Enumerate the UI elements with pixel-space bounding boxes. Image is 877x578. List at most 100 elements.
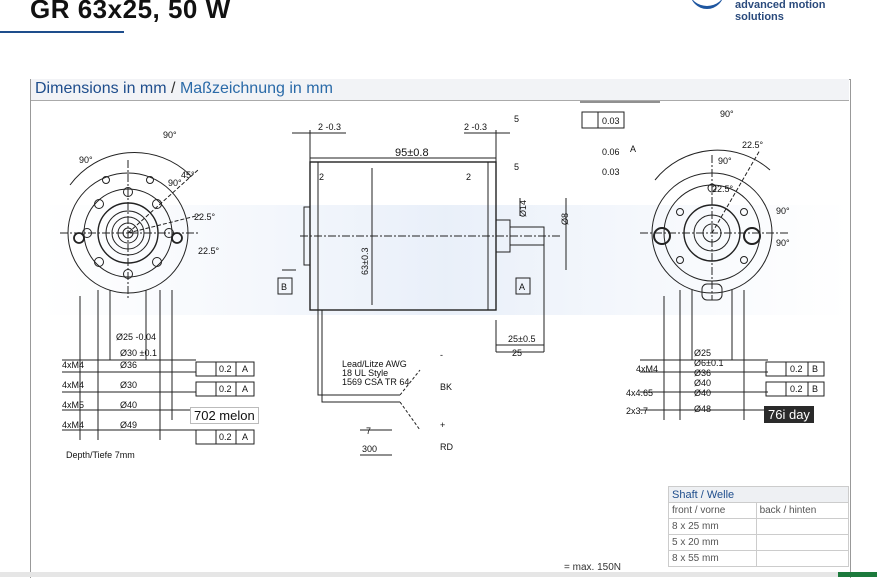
flatness-value: 0.03 <box>602 167 620 177</box>
datum-label: B <box>281 282 287 292</box>
shaft-table: Shaft / Welle front / vorne back / hinte… <box>668 486 850 567</box>
shaft-col-back: back / hinten <box>755 502 850 519</box>
watermark-band <box>40 205 850 315</box>
dim-label: Ø48 <box>694 404 711 414</box>
callout-left: 702 melon <box>190 407 259 424</box>
lead-length: 7 <box>366 426 371 436</box>
footer-note: = max. 150N <box>564 562 621 573</box>
thread-label: 4xM4 <box>62 360 84 370</box>
shaft-row-empty <box>755 518 850 535</box>
scrollbar-thumb[interactable] <box>838 572 877 577</box>
angle-label: 90° <box>720 109 734 119</box>
left-front-view <box>60 152 255 445</box>
angle-label: 90° <box>776 238 790 248</box>
flatness-datum: A <box>630 144 636 154</box>
dim-label: Ø30 ±0.1 <box>120 348 157 358</box>
thread-label: 4x4.65 <box>626 388 653 398</box>
datum-ref: A <box>242 364 248 374</box>
dim-label: Ø40 <box>694 378 711 388</box>
title-underline <box>0 31 124 33</box>
shaft-col-front: front / vorne <box>668 502 757 519</box>
shaft-row: 8 x 25 mm <box>668 518 757 535</box>
dim-label: 25±0.5 <box>508 334 535 344</box>
header-separator: / <box>171 80 176 97</box>
datum-ref: A <box>242 432 248 442</box>
header-sub: Maßzeichnung in mm <box>179 80 333 97</box>
thread-label: 4xM4 <box>62 420 84 430</box>
thread-label: 4xM4 <box>636 364 658 374</box>
tolerance-value: 0.2 <box>790 384 803 394</box>
drawing-header-bar <box>31 79 849 101</box>
shaft-row: 8 x 55 mm <box>668 550 757 567</box>
dim-label: 2 <box>319 172 324 182</box>
shaft-diameter: Ø14 <box>518 200 528 217</box>
header-main: Dimensions in mm <box>35 80 167 97</box>
thread-label: 4xM5 <box>62 400 84 410</box>
left-view-labels: 90° 90° 45° 22.5° 22.5° 90° Ø25 -0.04 Ø3… <box>62 130 248 460</box>
dim-label: Ø6±0.1 <box>694 358 723 368</box>
angle-label: 22.5° <box>198 246 220 256</box>
datum-ref: B <box>812 364 818 374</box>
shaft-row: 5 x 20 mm <box>668 534 757 551</box>
angle-label: 90° <box>163 130 177 140</box>
right-view-labels: 90° 22.5° 90° 22.5° 90° 90° Ø25 Ø6±0.1 Ø… <box>626 109 818 416</box>
dim-label: Ø36 <box>120 360 137 370</box>
body-diameter: 63±0.3 <box>360 248 370 275</box>
angle-label: 90° <box>168 178 182 188</box>
lead-note: Lead/Litze AWG <box>342 359 407 369</box>
angle-label: 22.5° <box>712 184 734 194</box>
angle-label: 22.5° <box>194 212 216 222</box>
depth-note: Depth/Tiefe 7mm <box>66 450 135 460</box>
dim-label: 5 <box>514 162 519 172</box>
brand-logo-arc <box>690 0 724 9</box>
dim-label: 25 <box>512 348 522 358</box>
angle-label: 90° <box>718 156 732 166</box>
thread-label: 2x3.7 <box>626 406 648 416</box>
shaft-row-empty <box>755 534 850 551</box>
lead-note: 1569 CSA TR 64 <box>342 377 409 387</box>
angle-label: 90° <box>776 206 790 216</box>
dim-label: Ø30 <box>120 380 137 390</box>
dim-label: Ø36 <box>694 368 711 378</box>
lead-length: 300 <box>362 444 377 454</box>
wire-polarity: - <box>440 350 443 360</box>
dim-label: 5 <box>514 114 519 124</box>
dim-label: 2 -0.3 <box>318 122 341 132</box>
dim-label: 2 -0.3 <box>464 122 487 132</box>
shaft-row-empty <box>755 550 850 567</box>
tolerance-value: 0.2 <box>790 364 803 374</box>
wire-polarity: + <box>440 420 445 430</box>
brand-tagline: advanced motion solutions <box>735 0 826 23</box>
flatness-value: 0.03 <box>602 116 620 126</box>
side-view-labels: 2 -0.3 2 -0.3 5 95±0.8 2 2 5 63±0.3 Ø14 … <box>281 114 636 454</box>
dim-label: Ø49 <box>120 420 137 430</box>
wire-label: BK <box>440 382 452 392</box>
callout-right: 76i day <box>764 406 814 423</box>
shaft-table-header: Shaft / Welle <box>668 486 849 503</box>
dim-label: Ø40 <box>694 388 711 398</box>
angle-label: 45° <box>181 170 195 180</box>
document-title: GR 63x25, 50 W <box>30 0 231 24</box>
shaft-diameter: Ø8 <box>560 213 570 225</box>
datum-ref: A <box>242 384 248 394</box>
dim-label: Ø25 -0.04 <box>116 332 156 342</box>
tolerance-value: 0.2 <box>219 432 232 442</box>
thread-label: 4xM4 <box>62 380 84 390</box>
horizontal-scrollbar[interactable] <box>0 572 877 577</box>
wire-label: RD <box>440 442 453 452</box>
right-rear-view <box>640 149 825 420</box>
lead-note: 18 UL Style <box>342 368 388 378</box>
dim-label: Ø25 <box>694 348 711 358</box>
side-view <box>277 101 660 456</box>
drawing-header-title: Dimensions in mm / Maßzeichnung in mm <box>35 80 333 98</box>
angle-label: 22.5° <box>742 140 764 150</box>
angle-label: 90° <box>79 155 93 165</box>
datum-ref: B <box>812 384 818 394</box>
datum-label: A <box>519 282 525 292</box>
tolerance-value: 0.2 <box>219 384 232 394</box>
tolerance-value: 0.2 <box>219 364 232 374</box>
dim-label: 2 <box>466 172 471 182</box>
length-label: 95±0.8 <box>395 147 429 159</box>
flatness-value: 0.06 <box>602 147 620 157</box>
